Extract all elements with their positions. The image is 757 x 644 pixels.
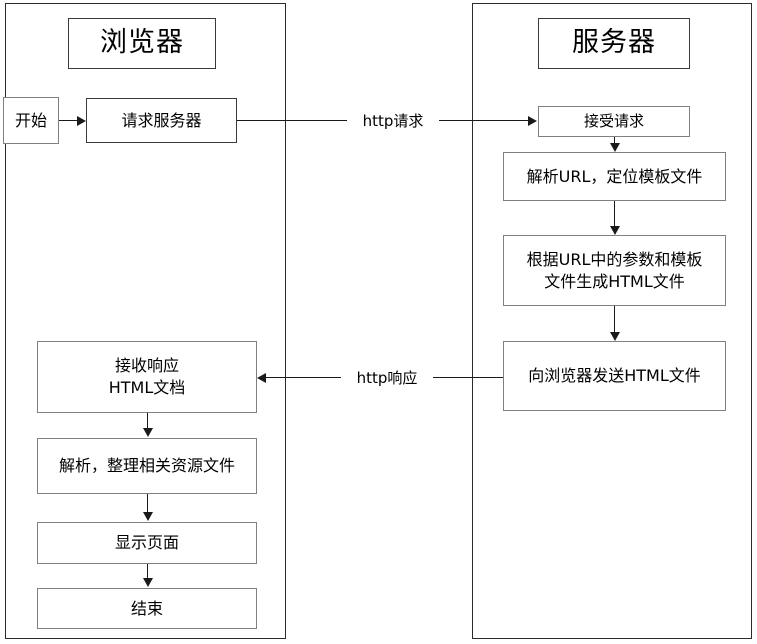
node-send-html[interactable]: 向浏览器发送HTML文件 [503,341,726,411]
node-receive-response[interactable]: 接收响应 HTML文档 [37,341,257,413]
edge-receive-to-parse [147,413,148,431]
edge-parse-to-display [147,494,148,515]
arrowhead-accept-to-resolve [610,143,620,152]
edge-display-to-end [147,564,148,581]
node-resolve-url[interactable]: 解析URL，定位模板文件 [503,152,726,201]
node-parse-resources[interactable]: 解析，整理相关资源文件 [37,438,257,494]
swimlane-title-server: 服务器 [538,18,690,69]
arrowhead-parse-to-display [143,512,153,521]
node-end[interactable]: 结束 [37,588,257,629]
swimlane-title-browser: 浏览器 [68,18,216,69]
node-generate-html[interactable]: 根据URL中的参数和模板 文件生成HTML文件 [503,235,726,306]
edge-label-http-request: http请求 [347,110,439,131]
edge-accept-to-resolve [614,137,615,146]
edge-start-to-request [59,120,78,121]
edge-label-http-response: http响应 [341,367,433,388]
arrowhead-start-to-request [77,116,86,126]
node-accept-request[interactable]: 接受请求 [538,106,690,137]
arrowhead-http-request [528,116,537,126]
arrowhead-display-to-end [143,578,153,587]
edge-generate-to-send [614,306,615,335]
node-start[interactable]: 开始 [3,97,59,144]
swimlane-server [472,3,752,639]
arrowhead-http-response [257,373,266,383]
node-request-server[interactable]: 请求服务器 [86,98,237,143]
arrowhead-generate-to-send [610,332,620,341]
node-display-page[interactable]: 显示页面 [37,522,257,564]
arrowhead-resolve-to-generate [610,226,620,235]
edge-resolve-to-generate [614,201,615,229]
arrowhead-receive-to-parse [143,428,153,437]
